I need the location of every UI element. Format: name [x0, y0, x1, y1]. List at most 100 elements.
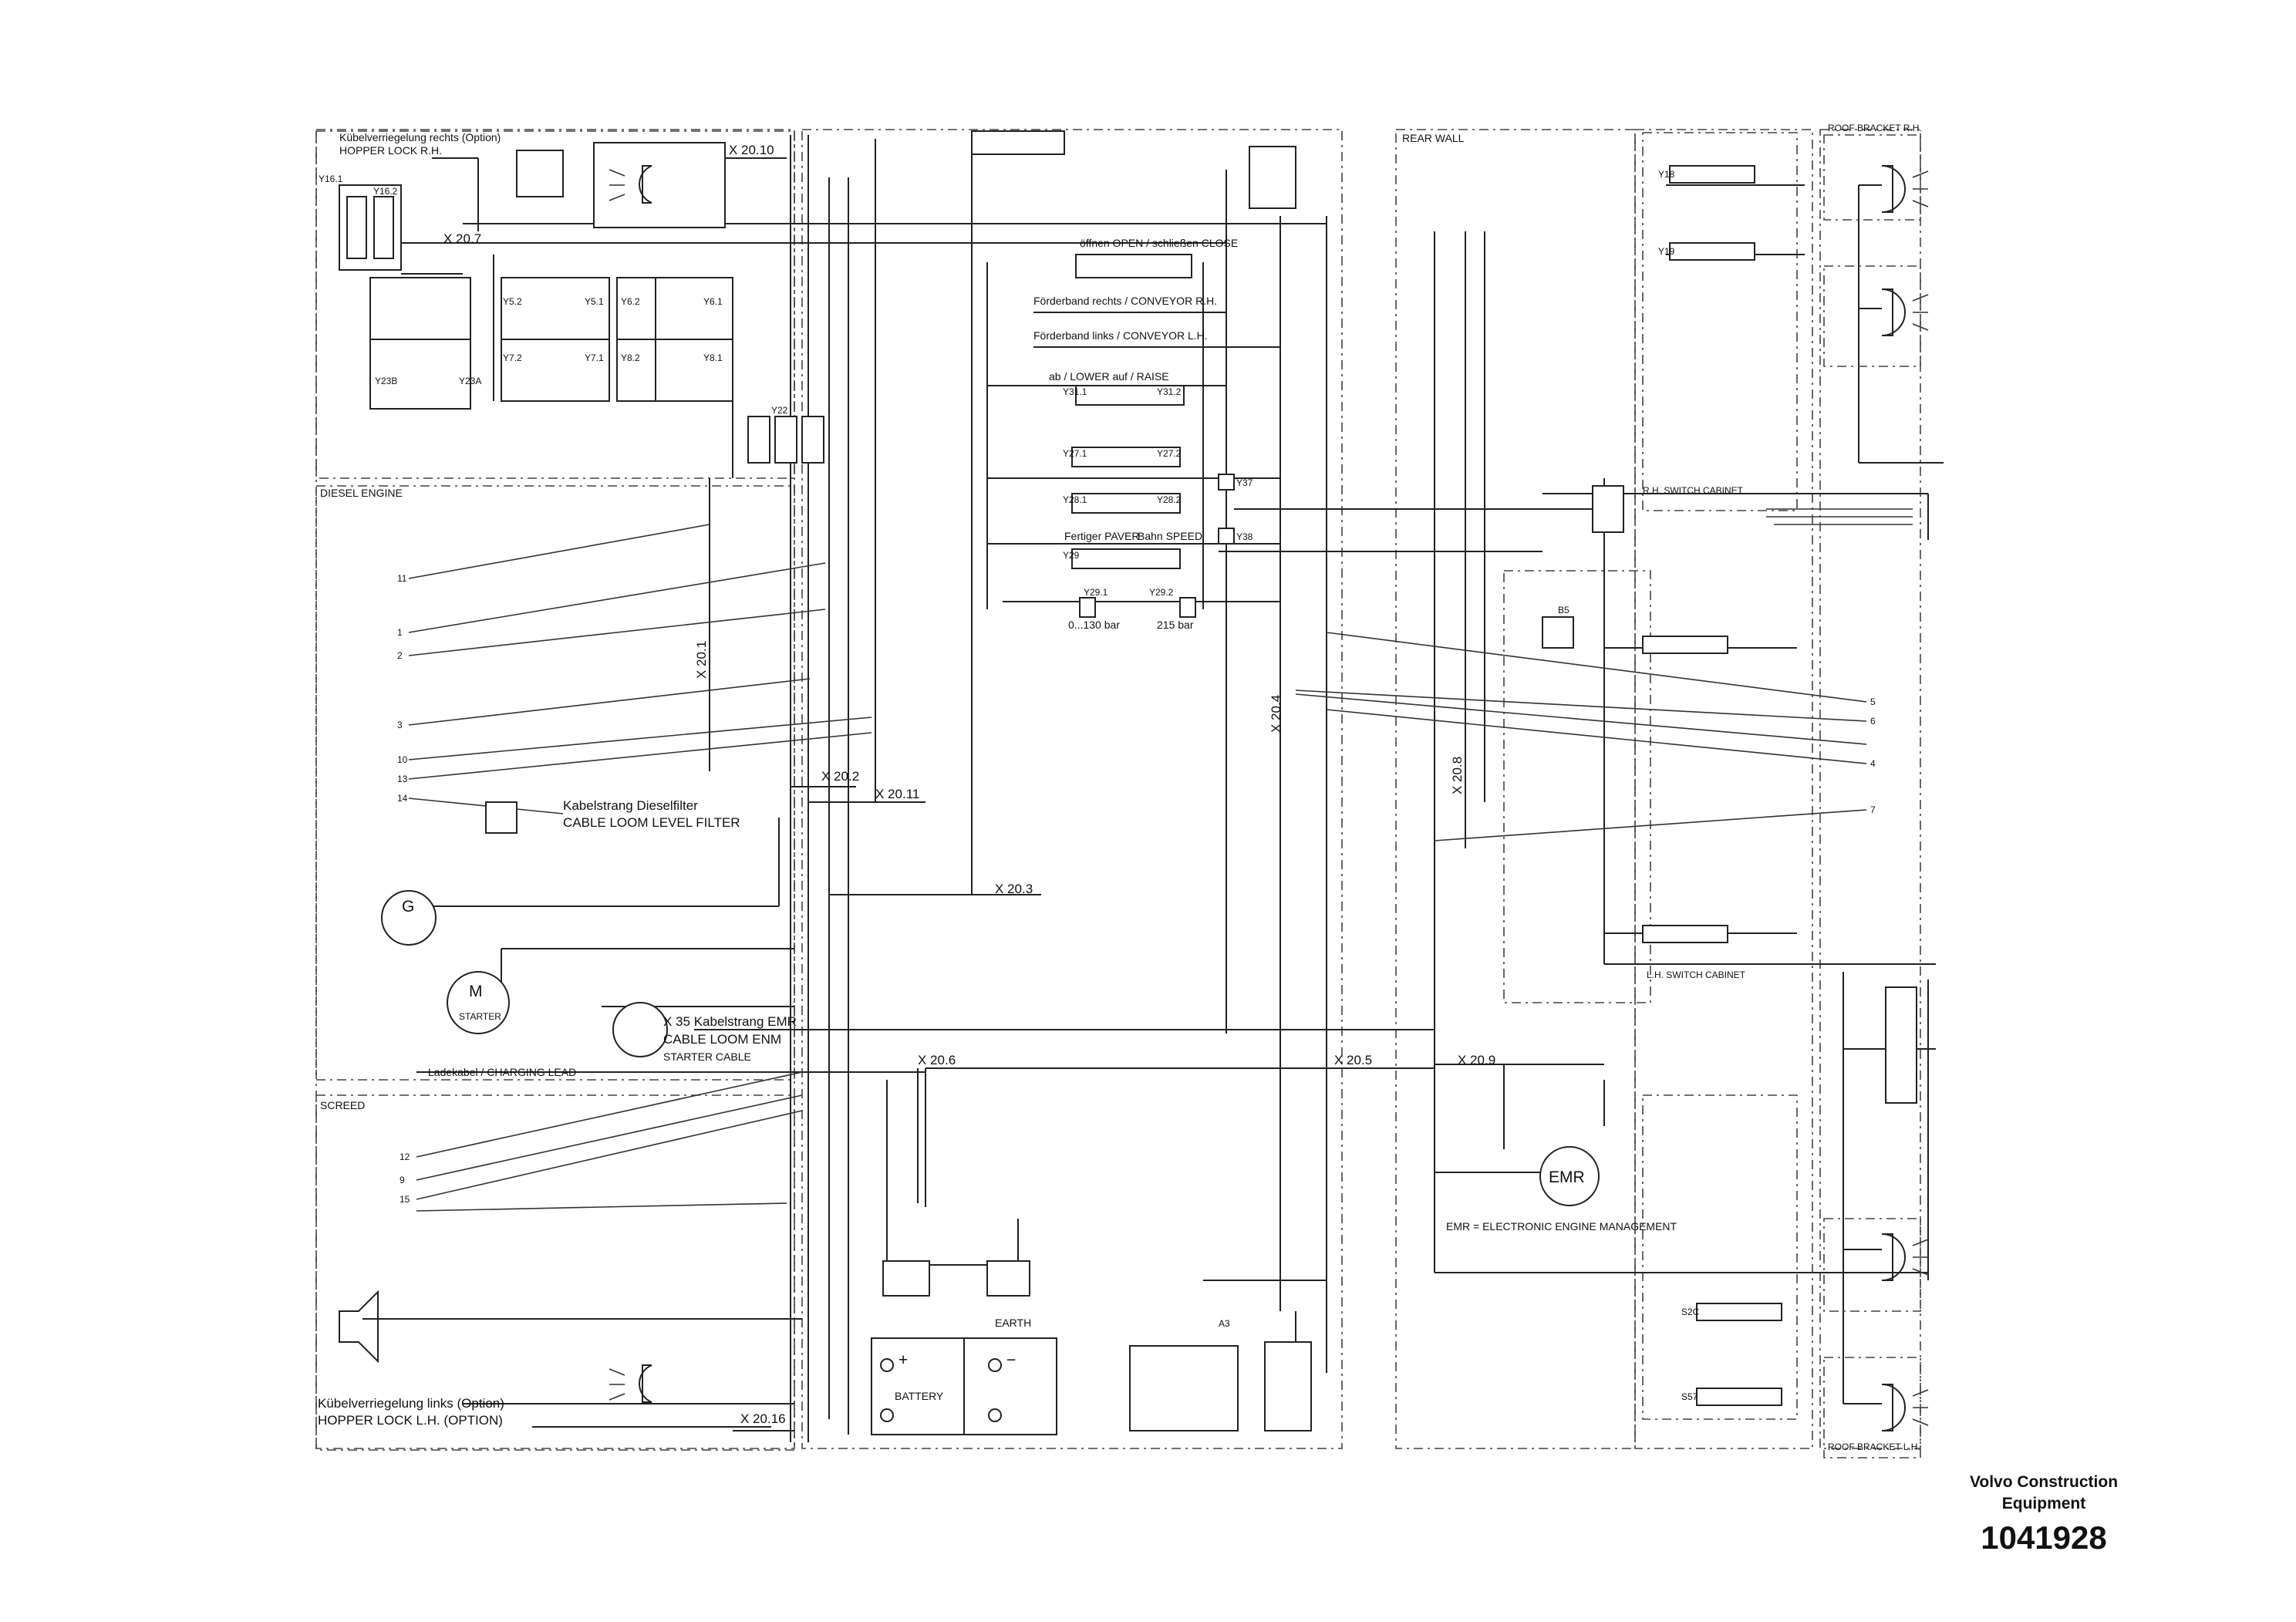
- document-number: 1041928: [1981, 1519, 2107, 1556]
- device-y27-1: Y27.1: [1063, 448, 1087, 459]
- lamp-icon: [609, 165, 652, 204]
- device-y23b: Y23B: [375, 376, 397, 386]
- connector-labels: X 20.10 X 20.7 X 20.1 X 20.2 X 20.11 X 2…: [443, 143, 1495, 1426]
- svg-text:EMR: EMR: [1549, 1168, 1585, 1186]
- connector-x20-10: X 20.10: [729, 143, 774, 157]
- label-starter-cable: STARTER CABLE: [663, 1050, 751, 1063]
- connector-x20-11: X 20.11: [875, 787, 919, 801]
- svg-text:−: −: [1006, 1351, 1016, 1369]
- terminal-13: 13: [397, 774, 408, 784]
- svg-text:M: M: [469, 983, 483, 1000]
- terminal-5: 5: [1870, 696, 1876, 707]
- device-y8-1: Y8.1: [703, 352, 723, 363]
- horn-icon: [339, 1290, 379, 1364]
- terminal-7: 7: [1870, 804, 1876, 815]
- valve-device-labels: Y16.1 Y16.2 Y5.2 Y5.1 Y6.2 Y6.1 Y7.2 Y7.…: [319, 174, 788, 416]
- device-y7-1: Y7.1: [585, 352, 604, 363]
- device-y23a: Y23A: [459, 376, 481, 386]
- device-y28-1: Y28.1: [1063, 494, 1087, 505]
- connector-x20-9: X 20.9: [1458, 1053, 1495, 1067]
- connector-x20-1: X 20.1: [694, 641, 709, 679]
- connector-x20-2: X 20.2: [821, 769, 859, 784]
- terminal-12: 12: [400, 1152, 410, 1162]
- connector-x20-7: X 20.7: [443, 231, 481, 246]
- work-lights: [609, 134, 1929, 1458]
- emr-unit: EMR: [1539, 1146, 1600, 1206]
- valve-block-left: [339, 142, 824, 834]
- label-pressure-1: 0...130 bar: [1068, 619, 1120, 631]
- device-y31-2: Y31.2: [1157, 386, 1182, 397]
- device-y27-2: Y27.2: [1157, 448, 1182, 459]
- label-roof-bracket-lh: ROOF BRACKET L.H.: [1828, 1442, 1920, 1452]
- label-battery: BATTERY: [895, 1390, 944, 1402]
- battery-block: + − BATTERY EARTH: [871, 1260, 1057, 1435]
- device-s57: Y38: [1236, 531, 1253, 542]
- label-roof-bracket-rh: ROOF BRACKET R.H.: [1828, 123, 1922, 133]
- publisher-name: Volvo Construction Equipment: [1928, 1472, 2159, 1515]
- device-y28-2: Y28.2: [1157, 494, 1182, 505]
- terminal-9: 9: [400, 1175, 405, 1185]
- label-switch-cabinet-rh: R.H. SWITCH CABINET: [1643, 485, 1744, 496]
- device-y6-1: Y6.1: [703, 296, 723, 307]
- pump-panel-labels: öffnen OPEN / schließen CLOSE Förderband…: [1033, 237, 1253, 631]
- connector-x20-16: X 20.16: [740, 1411, 786, 1426]
- lamp-icon: [609, 1364, 652, 1403]
- starter-motor: M STARTER: [447, 971, 510, 1034]
- label-cable-loom-enm-de: X 35 Kabelstrang EMR: [663, 1014, 797, 1029]
- label-hopper-lock-rh-de: Kübelverriegelung rechts (Option): [339, 131, 501, 143]
- section-title-rear-wall: REAR WALL: [1402, 132, 1465, 144]
- fanout-lines: [408, 508, 1913, 1212]
- pump-panel: [971, 130, 1296, 618]
- right-module-labels: Y18 Y19 S2C S57 B5 A3 R.H. SWITCH CABINE…: [1219, 169, 1746, 1402]
- svg-text:STARTER: STARTER: [459, 1011, 501, 1022]
- label-charging-lead: Ladekabel / CHARGING LEAD: [428, 1066, 576, 1078]
- lamp-icon: [1881, 165, 1929, 213]
- device-y16-1: Y16.1: [319, 174, 343, 184]
- device-b5: B5: [1558, 605, 1569, 615]
- device-y5-1: Y5.1: [585, 296, 604, 307]
- device-y8-2: Y8.2: [621, 352, 640, 363]
- svg-text:+: +: [899, 1351, 908, 1369]
- section-title-engine: DIESEL ENGINE: [320, 487, 403, 499]
- device-y16-2: Y16.2: [373, 186, 398, 197]
- connector-x20-6: X 20.6: [918, 1053, 956, 1067]
- device-s2c: Y37: [1236, 477, 1253, 488]
- label-hopper-lock-lh: HOPPER LOCK L.H. (OPTION): [318, 1413, 503, 1428]
- label-cable-loom-level: CABLE LOOM LEVEL FILTER: [563, 815, 740, 830]
- alternator: G: [381, 890, 437, 946]
- label-hopper-lock-rh: HOPPER LOCK R.H.: [339, 144, 442, 157]
- connector-x20-5: X 20.5: [1334, 1053, 1372, 1067]
- device-y29-1: Y29.1: [1084, 587, 1108, 598]
- device-y7-2: Y7.2: [503, 352, 522, 363]
- terminal-11: 11: [397, 573, 407, 584]
- connector-x20-3: X 20.3: [995, 882, 1033, 896]
- label-conveyor-rh: Förderband rechts / CONVEYOR R.H.: [1033, 295, 1217, 307]
- device-y38: S57: [1681, 1391, 1698, 1402]
- terminal-1: 1: [397, 627, 403, 638]
- terminal-3: 3: [397, 720, 403, 730]
- publisher-line-2: Equipment: [2001, 1495, 2086, 1512]
- section-title-screed: SCREED: [320, 1099, 365, 1111]
- device-a3: A3: [1219, 1318, 1230, 1329]
- device-y18: Y18: [1658, 169, 1675, 180]
- wiring-lines: [362, 135, 1944, 1442]
- label-open-close: öffnen OPEN / schließen CLOSE: [1080, 237, 1238, 249]
- lamp-icon: [1881, 1384, 1929, 1431]
- label-conveyor-lh: Förderband links / CONVEYOR L.H.: [1033, 329, 1208, 342]
- label-switch-cabinet-lh: L.H. SWITCH CABINET: [1647, 969, 1746, 980]
- lamp-icon: [1881, 288, 1929, 336]
- terminal-15: 15: [400, 1194, 410, 1205]
- terminal-2: 2: [397, 650, 403, 661]
- label-emr-caption: EMR = ELECTRONIC ENGINE MANAGEMENT: [1446, 1220, 1677, 1233]
- label-lower-raise: ab / LOWER auf / RAISE: [1049, 370, 1169, 383]
- harness-labels: Kübelverriegelung rechts (Option) HOPPER…: [318, 131, 797, 1428]
- terminal-4: 4: [1870, 758, 1876, 769]
- svg-text:G: G: [402, 898, 414, 916]
- device-y29: Y29: [1063, 550, 1080, 561]
- label-pressure-2: 215 bar: [1157, 619, 1194, 631]
- device-y6-2: Y6.2: [621, 296, 640, 307]
- device-y31-1: Y31.1: [1063, 386, 1087, 397]
- device-y19: Y19: [1658, 246, 1675, 257]
- device-y29-2: Y29.2: [1149, 587, 1174, 598]
